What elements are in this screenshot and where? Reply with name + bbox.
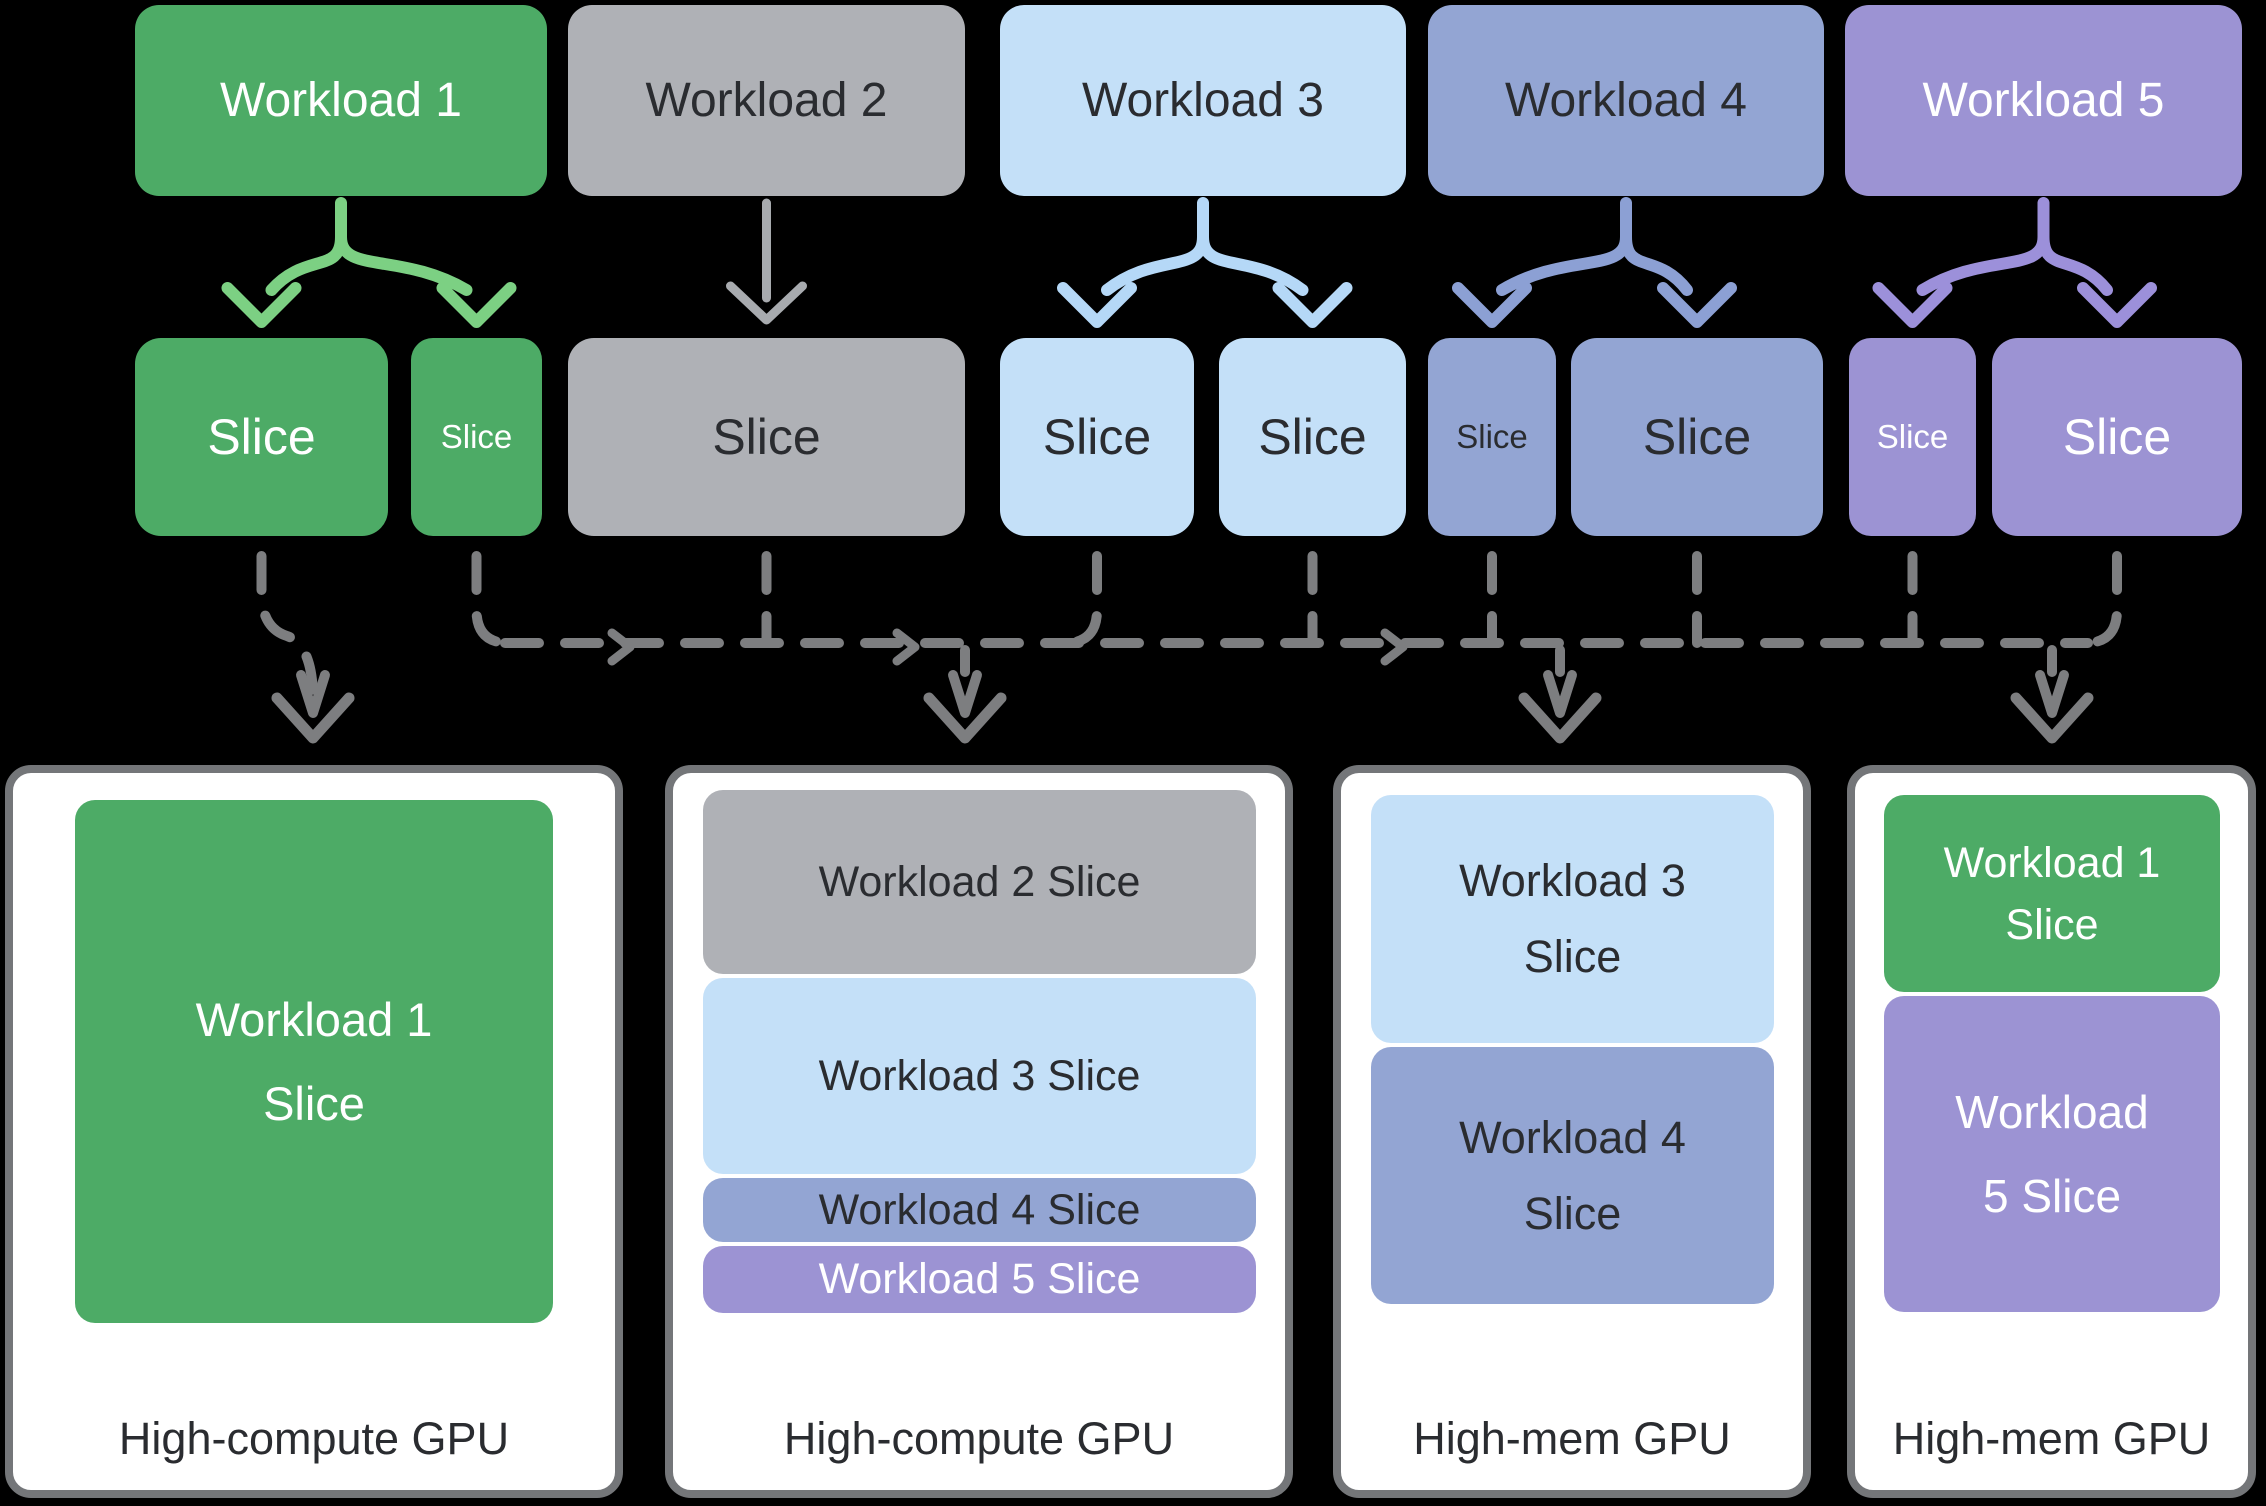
workload-box-1: Workload 1 [135,5,547,196]
gpu-2-slice-workload-5-slice: Workload 5 Slice [703,1246,1256,1313]
slice-stub-elbow-left [2080,551,2122,648]
split-arrow-workload-4-branch [1496,231,1632,296]
gpu-1-slice-workload-1-slice: Workload 1 Slice [75,800,553,1323]
split-arrow-workload-5-arrowhead [2077,282,2157,328]
gpu-arrow-outer-head-2 [923,692,1007,744]
split-arrow-workload-1-arrowhead [221,282,302,328]
gpu-slice-text-line: Workload 5 Slice [818,1255,1141,1303]
slice-box-workload-4-6: Slice [1428,338,1556,536]
gpu-2-slice-workload-2-slice: Workload 2 Slice [703,790,1256,974]
gpu-slice-text-line: Workload 3 [1459,855,1686,906]
gpu-slice-text-line: Workload 1 [195,992,433,1046]
workload-box-5: Workload 5 [1845,5,2242,196]
slice-stub-elbow-left [1060,551,1102,648]
slice-box-workload-3-5: Slice [1219,338,1406,536]
split-arrow-workload-5-branch [1916,231,2050,296]
gpu-slice-text-line: Slice [263,1076,365,1130]
split-arrow-workload-1-branch [265,231,347,296]
slice-box-workload-2-3: Slice [568,338,965,536]
gpu-label-4: High-mem GPU [1892,1413,2211,1464]
workload-box-2: Workload 2 [568,5,965,196]
split-arrow-workload-4-arrowhead [1452,282,1532,328]
slice-box-workload-5-8: Slice [1849,338,1976,536]
workload-box-4: Workload 4 [1428,5,1824,196]
gpu-4-slice-workload-5-slice: Workload 5 Slice [1884,996,2220,1312]
split-arrow-workload-5-arrowhead [1872,282,1953,328]
split-arrow-workload-4-arrowhead [1657,282,1737,328]
gpu-2-slice-workload-3-slice: Workload 3 Slice [703,978,1256,1174]
gpu-4-slice-workload-1-slice: Workload 1 Slice [1884,795,2220,992]
slice-box-workload-5-9: Slice [1992,338,2242,536]
split-arrow-workload-3-branch [1197,231,1309,296]
gpu-3-slice-workload-4-slice: Workload 4 Slice [1371,1047,1774,1304]
gpu-slice-text-line: 5 Slice [1982,1170,2122,1222]
gpu-slice-text-line: Workload 4 [1459,1111,1686,1163]
gpu-slice-text-line: Slice [1523,931,1622,982]
gpu-3-slice-workload-3-slice: Workload 3 Slice [1371,795,1774,1043]
bus-junction-arrowhead [1380,628,1408,666]
split-arrow-workload-4-branch [1620,231,1693,296]
gpu-arrow-inner-head-3 [1543,670,1577,718]
straight-arrow-workload-2-arrowhead [726,281,807,325]
split-arrow-workload-3-arrowhead [1057,282,1137,328]
gpu-label-2: High-compute GPU [783,1413,1175,1464]
gpu-arrow-inner-head-1 [296,670,330,718]
split-arrow-workload-3-arrowhead [1272,282,1353,328]
split-arrow-workload-1-branch [335,231,473,296]
gpu-arrow-outer-head-1 [271,692,355,744]
bus-junction-arrowhead [892,628,920,666]
split-arrow-workload-5-branch [2037,231,2113,296]
slice-stub-elbow-right [471,551,514,648]
gpu-slice-text-line: Workload 2 Slice [818,857,1141,906]
slice-box-workload-1-1: Slice [135,338,388,536]
bus-junction-arrowhead [607,628,635,666]
split-arrow-workload-1-arrowhead [436,282,517,328]
gpu-slice-text-line: Slice [1523,1187,1622,1239]
workload-box-3: Workload 3 [1000,5,1406,196]
gpu-slice-text-line: Workload 3 Slice [818,1051,1141,1100]
gpu-slice-text-line: Workload 1 [1943,838,2161,887]
gpu-slice-text-line: Slice [2005,900,2099,949]
slice-box-workload-1-2: Slice [411,338,542,536]
split-arrow-workload-3-branch [1101,231,1209,296]
slice-box-workload-3-4: Slice [1000,338,1194,536]
gpu-slice-text-line: Workload [1955,1086,2149,1138]
gpu-slice-text-line: Workload 4 Slice [818,1185,1141,1234]
gpu-arrow-inner-head-4 [2035,670,2069,718]
gpu-arrow-inner-head-2 [948,670,982,718]
gpu-2-slice-workload-4-slice: Workload 4 Slice [703,1178,1256,1242]
gpu-arrow-outer-head-4 [2010,692,2094,744]
gpu-1-dashed-path [256,551,318,705]
slice-box-workload-4-7: Slice [1571,338,1823,536]
gpu-label-3: High-mem GPU [1413,1413,1731,1464]
gpu-label-1: High-compute GPU [118,1413,510,1464]
gpu-arrow-outer-head-3 [1518,692,1602,744]
